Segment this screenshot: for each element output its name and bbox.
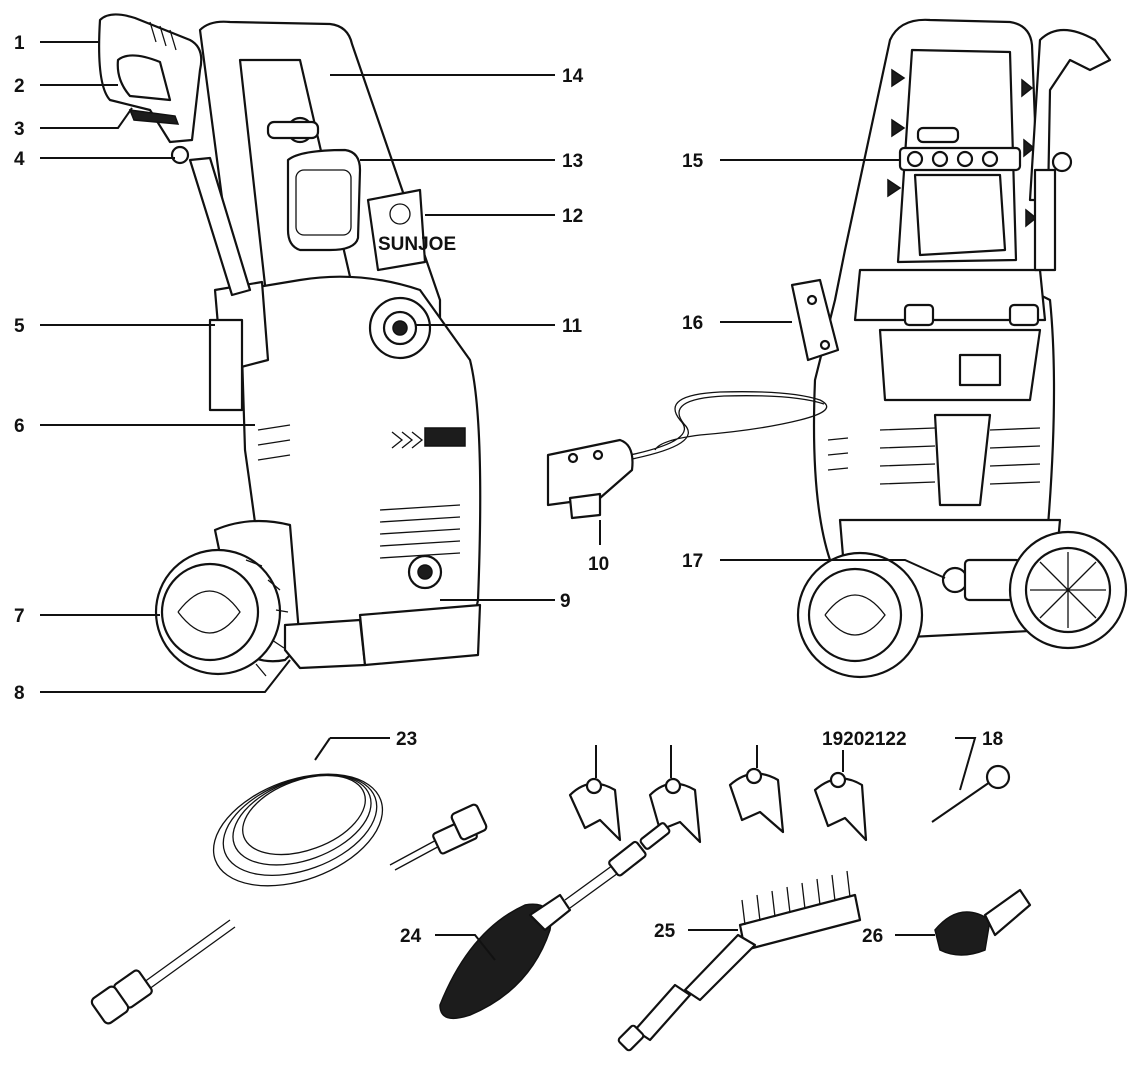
spray-nozzles — [568, 767, 868, 844]
label-24: 24 — [400, 926, 422, 947]
back-vent-grille — [827, 427, 1041, 485]
label-15: 15 — [682, 151, 704, 172]
label-4: 4 — [14, 149, 25, 170]
label-11: 11 — [562, 316, 583, 337]
leader-lines — [40, 41, 977, 961]
utility-brush — [617, 870, 862, 1052]
label-17: 17 — [682, 551, 703, 572]
label-6: 6 — [14, 416, 25, 437]
washer-back-view — [790, 18, 1128, 679]
nozzle-storage-row — [898, 146, 1022, 172]
label-7: 7 — [14, 606, 25, 627]
rotating-brush — [439, 822, 671, 1020]
label-12: 12 — [562, 206, 583, 227]
front-wheel — [154, 548, 289, 677]
washer-front-view: SUNJOE — [154, 20, 482, 677]
label-10: 10 — [588, 554, 609, 575]
label-23: 23 — [396, 729, 417, 750]
foam-cannon-nozzle — [934, 888, 1032, 956]
label-16: 16 — [682, 313, 703, 334]
front-vent-grille — [379, 504, 461, 559]
label-5: 5 — [14, 316, 25, 337]
label-2: 2 — [14, 76, 25, 97]
label-19-22: 19202122 — [822, 729, 907, 750]
label-9: 9 — [560, 591, 571, 612]
nozzle-cleaning-tool — [931, 764, 1011, 823]
label-13: 13 — [562, 151, 583, 172]
high-pressure-hose — [90, 773, 488, 1025]
label-26: 26 — [862, 926, 883, 947]
label-3: 3 — [14, 119, 25, 140]
callout-labels: 1 2 3 4 5 6 7 8 9 10 11 12 13 14 15 16 1… — [14, 33, 1003, 947]
spray-gun-front — [98, 13, 203, 165]
label-25: 25 — [654, 921, 676, 942]
back-wheels — [796, 530, 1128, 679]
brand-text: SUNJOE — [378, 234, 456, 255]
label-18: 18 — [982, 729, 1003, 750]
label-1: 1 — [14, 33, 25, 54]
label-14: 14 — [562, 66, 584, 87]
label-8: 8 — [14, 683, 25, 704]
power-cord-gfci — [546, 391, 828, 520]
